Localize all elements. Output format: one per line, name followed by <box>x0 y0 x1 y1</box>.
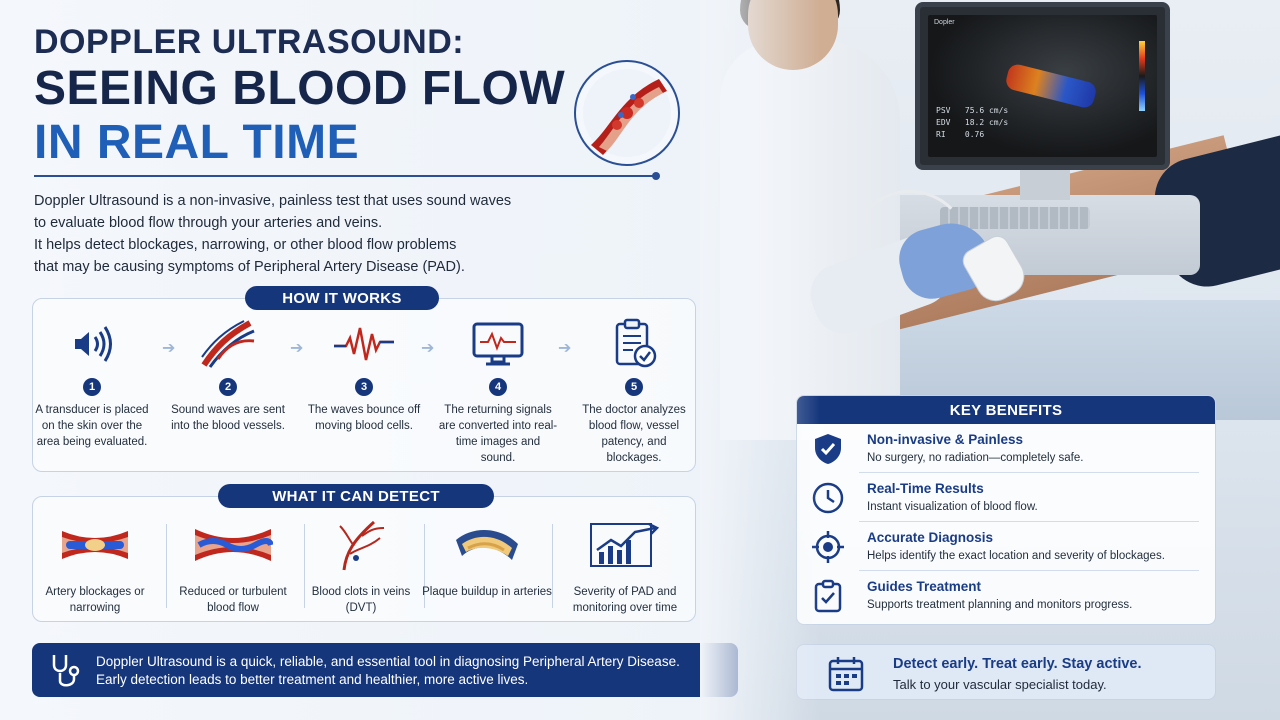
detect-text: Plaque buildup in arteries <box>422 586 552 598</box>
trend-chart-icon <box>560 516 690 574</box>
sound-wave-icon <box>32 316 152 372</box>
velocity-readout: PSV 75.6 cm/s EDV 18.2 cm/s RI 0.76 <box>936 106 1009 139</box>
step-number: 5 <box>625 378 643 396</box>
step-4: 4 The returning signals are converted in… <box>438 316 558 466</box>
shield-check-icon <box>811 432 845 466</box>
cta-text: Talk to your vascular specialist today. <box>893 677 1107 692</box>
stethoscope-icon <box>46 651 86 696</box>
blood-vessel-icon <box>168 316 288 372</box>
step-text: A transducer is placed on the skin over … <box>35 404 149 448</box>
detect-item-severity: Severity of PAD and monitoring over time <box>560 516 690 616</box>
intro-text: Doppler Ultrasound is a non-invasive, pa… <box>34 190 634 278</box>
step-text: The doctor analyzes blood flow, vessel p… <box>582 404 686 464</box>
probe-cable <box>850 190 970 310</box>
benefit-title: Real-Time Results <box>867 481 984 496</box>
calendar-icon <box>827 655 865 698</box>
benefit-accurate: Accurate Diagnosis Helps identify the ex… <box>797 522 1215 571</box>
benefit-real-time: Real-Time Results Instant visualization … <box>797 473 1215 522</box>
arrow-right-icon: ➔ <box>162 340 176 357</box>
summary-banner: Doppler Ultrasound is a quick, reliable,… <box>32 643 738 697</box>
how-it-works-heading: HOW IT WORKS <box>245 286 439 310</box>
intro-line: It helps detect blockages, narrowing, or… <box>34 237 457 253</box>
title-line-3: IN REAL TIME <box>34 116 360 169</box>
benefit-text: No surgery, no radiation—completely safe… <box>867 452 1084 464</box>
step-number: 4 <box>489 378 507 396</box>
cta-title: Detect early. Treat early. Stay active. <box>893 656 1142 672</box>
intro-line: to evaluate blood flow through your arte… <box>34 215 383 231</box>
benefit-title: Accurate Diagnosis <box>867 530 994 545</box>
benefit-guides-treatment: Guides Treatment Supports treatment plan… <box>797 571 1215 620</box>
detect-text: Artery blockages or narrowing <box>45 586 145 614</box>
summary-line: Doppler Ultrasound is a quick, reliable,… <box>96 654 680 669</box>
title-line-2: SEEING BLOOD FLOW <box>34 62 566 115</box>
what-it-can-detect-heading: WHAT IT CAN DETECT <box>218 484 494 508</box>
call-to-action: Detect early. Treat early. Stay active. … <box>796 644 1216 700</box>
title-block: DOPPLER ULTRASOUND: SEEING BLOOD FLOW IN… <box>34 22 565 170</box>
key-benefits-heading: KEY BENEFITS <box>797 396 1215 424</box>
artery-blockage-icon <box>30 516 160 574</box>
intro-line: Doppler Ultrasound is a non-invasive, pa… <box>34 193 512 209</box>
vein-clot-icon <box>296 516 426 574</box>
step-2: 2 Sound waves are sent into the blood ve… <box>168 316 288 434</box>
plaque-icon <box>422 516 552 574</box>
benefit-text: Helps identify the exact location and se… <box>867 550 1165 562</box>
benefit-title: Guides Treatment <box>867 579 982 594</box>
summary-line: Early detection leads to better treatmen… <box>96 672 529 687</box>
title-line-1: DOPPLER ULTRASOUND: <box>34 23 465 61</box>
ultrasound-screen: Dopler PSV 75.6 cm/s EDV 18.2 cm/s RI 0.… <box>928 15 1157 157</box>
detect-item-clots: Blood clots in veins (DVT) <box>296 516 426 616</box>
step-3: 3 The waves bounce off moving blood cell… <box>304 316 424 434</box>
step-number: 3 <box>355 378 373 396</box>
monitor-stand <box>1020 170 1070 200</box>
summary-text: Doppler Ultrasound is a quick, reliable,… <box>96 653 680 689</box>
key-benefits-panel: KEY BENEFITS Non-invasive & Painless No … <box>796 395 1216 625</box>
waveform-icon <box>304 316 424 372</box>
monitor-icon <box>438 316 558 372</box>
color-doppler-flow <box>1004 62 1098 110</box>
step-text: Sound waves are sent into the blood vess… <box>171 404 285 432</box>
benefit-non-invasive: Non-invasive & Painless No surgery, no r… <box>797 424 1215 473</box>
photo-doctor-performing-ultrasound: Dopler PSV 75.6 cm/s EDV 18.2 cm/s RI 0.… <box>700 0 1280 720</box>
detect-text: Severity of PAD and monitoring over time <box>572 586 678 614</box>
artery-badge-icon <box>574 60 680 166</box>
step-text: The waves bounce off moving blood cells. <box>307 404 421 432</box>
monitor-brand: Dopler <box>934 19 955 26</box>
detect-text: Reduced or turbulent blood flow <box>179 586 287 614</box>
intro-line: that may be causing symptoms of Peripher… <box>34 259 465 275</box>
arrow-right-icon: ➔ <box>290 340 304 357</box>
clipboard-check-icon <box>574 316 694 372</box>
step-5: 5 The doctor analyzes blood flow, vessel… <box>574 316 694 466</box>
detect-item-blockages: Artery blockages or narrowing <box>30 516 160 616</box>
detect-item-blood-flow: Reduced or turbulent blood flow <box>168 516 298 616</box>
detect-item-plaque: Plaque buildup in arteries <box>422 516 552 600</box>
title-divider <box>34 172 660 180</box>
ultrasound-monitor: Dopler PSV 75.6 cm/s EDV 18.2 cm/s RI 0.… <box>915 2 1170 170</box>
step-1: 1 A transducer is placed on the skin ove… <box>32 316 152 450</box>
turbulent-flow-icon <box>168 516 298 574</box>
step-number: 2 <box>219 378 237 396</box>
benefit-title: Non-invasive & Painless <box>867 432 1024 447</box>
step-text: The returning signals are converted into… <box>438 404 558 464</box>
velocity-color-scale <box>1139 41 1145 111</box>
arrow-right-icon: ➔ <box>421 340 435 357</box>
step-number: 1 <box>83 378 101 396</box>
arrow-right-icon: ➔ <box>558 340 572 357</box>
detect-text: Blood clots in veins (DVT) <box>311 586 411 614</box>
benefit-text: Supports treatment planning and monitors… <box>867 599 1133 611</box>
benefit-text: Instant visualization of blood flow. <box>867 501 1038 513</box>
